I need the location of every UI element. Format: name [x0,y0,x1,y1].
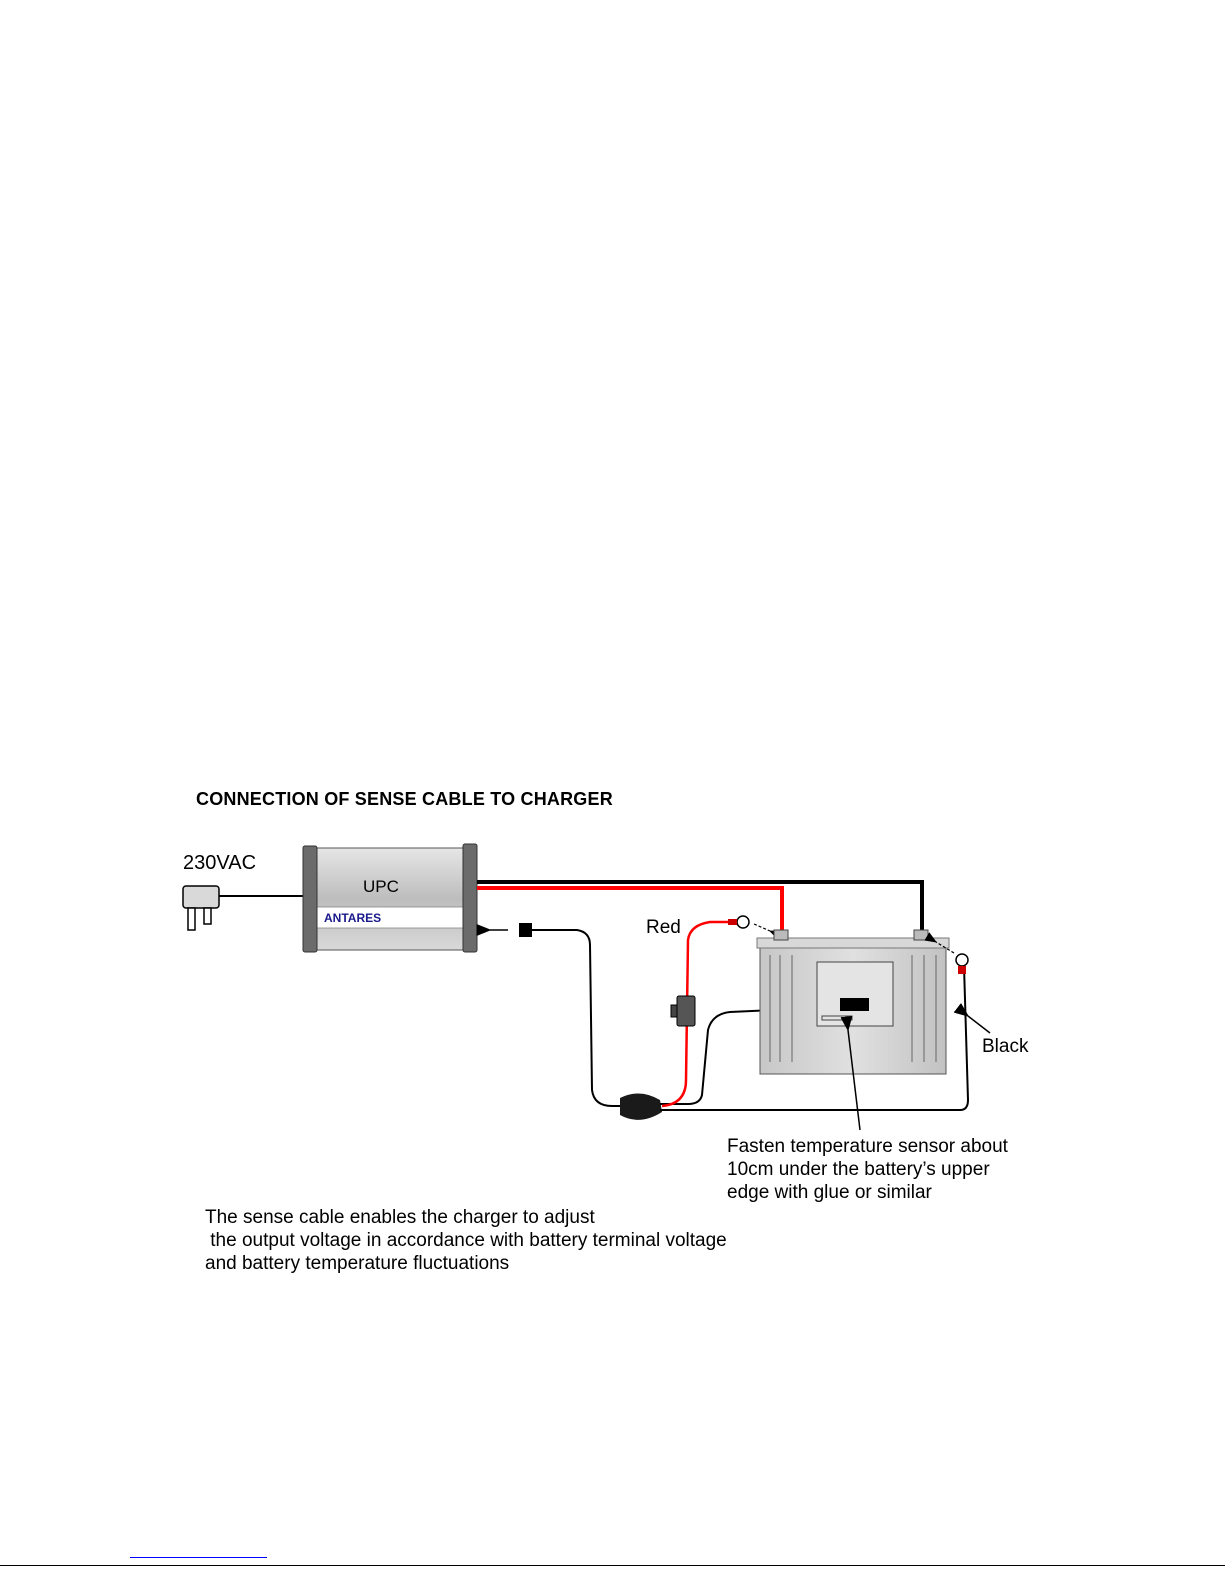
sensor-pointer-arrow [840,1015,861,1131]
black-label-arrow [953,1002,991,1034]
temperature-sensor [840,998,869,1011]
sense-cable-plug [476,923,622,1107]
mains-plug [182,885,304,931]
footer-link-underline [130,1557,267,1558]
sensor-instruction-text: Fasten temperature sensor about 10cm und… [727,1136,1008,1203]
sense-cable-description: The sense cable enables the charger to a… [205,1207,727,1274]
footer-rule [0,1565,1225,1566]
positive-main-cable [477,886,784,933]
sense-junction [620,965,970,1120]
black-cable-label: Black [982,1036,1029,1057]
negative-main-cable [477,880,924,932]
mains-voltage-label: 230VAC [183,852,257,874]
diagram-title: CONNECTION OF SENSE CABLE TO CHARGER [196,789,613,809]
charger-model-label: UPC [363,877,399,896]
black-terminal-lug [924,932,969,974]
red-cable-label: Red [646,917,681,938]
charger-brand-label: ANTARES [324,911,381,925]
red-sense-wire [661,915,782,1108]
charger-unit: UPC ANTARES [302,843,478,953]
battery [756,929,950,1075]
